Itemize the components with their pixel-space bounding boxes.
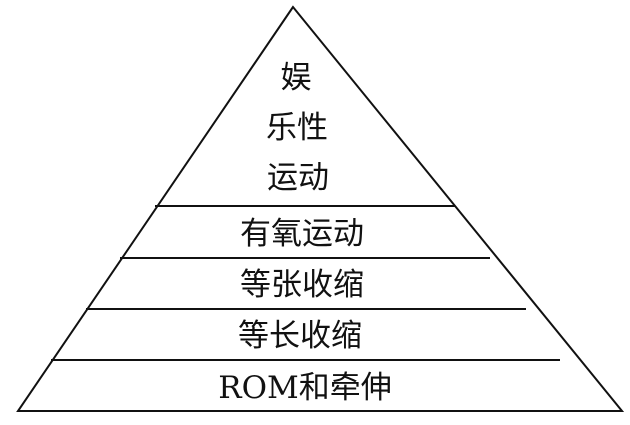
level-label-aerobic: 有氧运动: [240, 216, 364, 252]
pyramid-outline: [16, 5, 625, 412]
level-label-isometric: 等长收缩: [238, 318, 362, 354]
apex-line-1: 娱: [281, 60, 312, 96]
apex-line-2: 乐性: [266, 110, 328, 146]
apex-line-3: 运动: [267, 160, 329, 196]
level-label-rom-stretch: ROM和牵伸: [218, 370, 392, 406]
level-label-isotonic: 等张收缩: [240, 267, 364, 303]
